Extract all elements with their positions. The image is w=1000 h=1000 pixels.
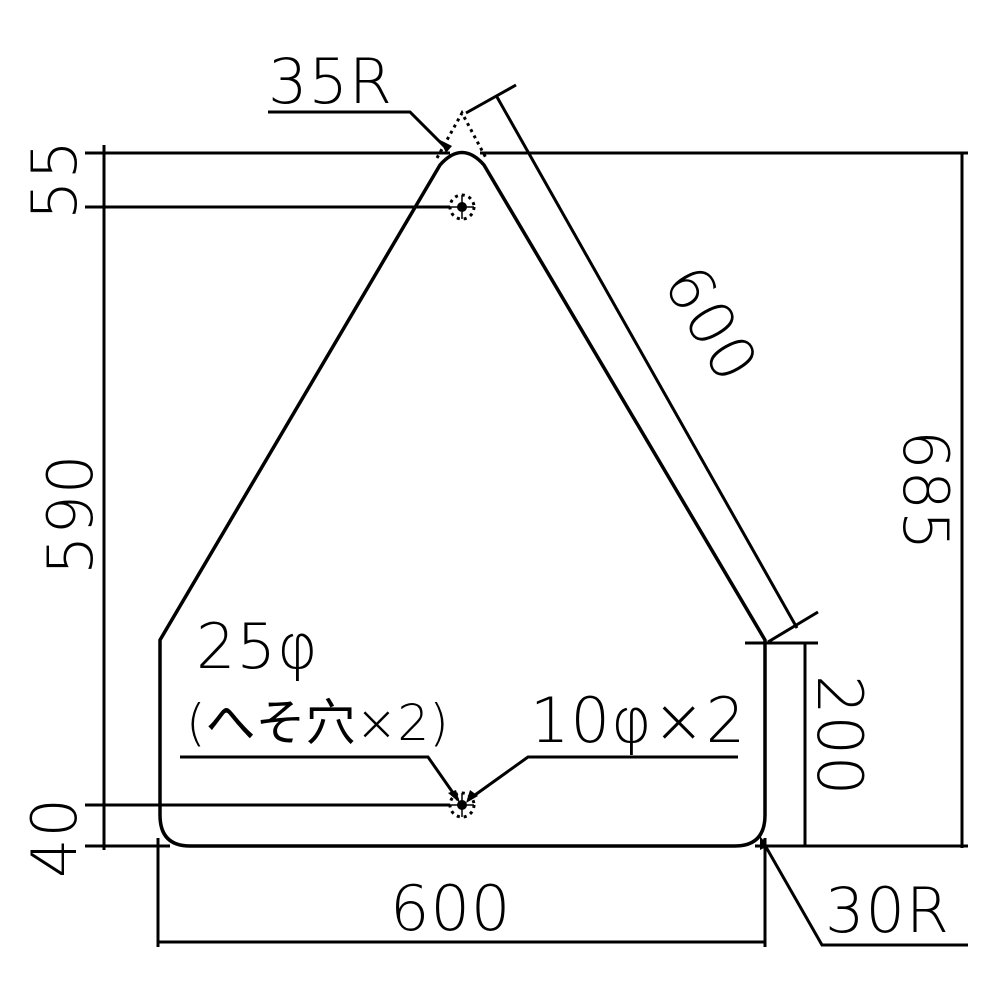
label-10phi: 10φ×2 bbox=[530, 684, 746, 757]
label-pivot-note: (へそ穴×2) bbox=[186, 694, 449, 752]
arrow-25phi bbox=[448, 790, 460, 803]
label-590: 590 bbox=[34, 454, 107, 575]
label-200: 200 bbox=[803, 675, 876, 796]
dimension-200 bbox=[745, 641, 818, 846]
left-dimension-chain bbox=[85, 145, 450, 850]
label-685: 685 bbox=[889, 430, 962, 551]
leader-25phi bbox=[180, 755, 460, 801]
label-40: 40 bbox=[18, 797, 91, 878]
apex-ghost-lines bbox=[435, 109, 488, 159]
bottom-dimension-600 bbox=[156, 838, 767, 947]
slant-dimension-600 bbox=[465, 83, 819, 644]
leader-35r bbox=[268, 110, 450, 152]
leader-10phi bbox=[467, 755, 738, 802]
leader-30r bbox=[760, 839, 968, 947]
arrow-35r bbox=[440, 140, 452, 153]
arrow-10phi bbox=[466, 790, 478, 803]
label-55: 55 bbox=[18, 139, 91, 220]
label-25phi: 25φ bbox=[196, 610, 319, 683]
arrow-30r bbox=[760, 836, 768, 850]
top-hole bbox=[448, 193, 476, 221]
label-30r: 30R bbox=[825, 874, 950, 947]
plate-outline bbox=[158, 150, 767, 848]
right-dimension-685 bbox=[480, 151, 968, 848]
label-slant-600: 600 bbox=[649, 253, 773, 395]
label-35r: 35R bbox=[268, 45, 393, 118]
label-bottom-600: 600 bbox=[390, 872, 511, 945]
